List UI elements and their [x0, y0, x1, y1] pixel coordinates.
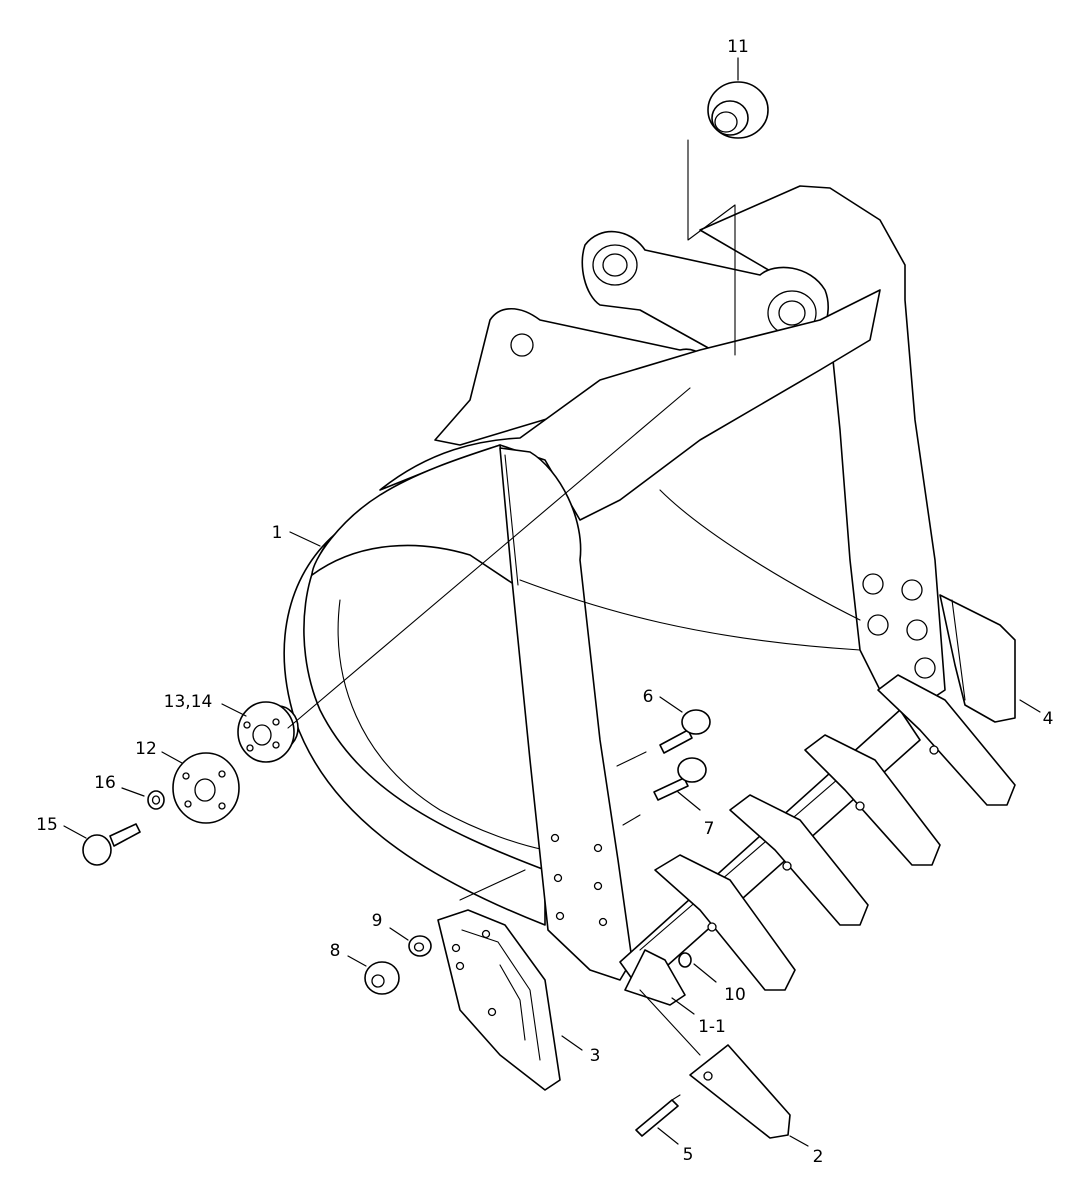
callout-labels: 11 1 4 6 7 13,14 12 16 15 9 8 10 3 1-1 5…	[36, 37, 1053, 1167]
pin-bore-inner	[778, 300, 806, 326]
bolt-hole	[867, 614, 889, 636]
washer-16	[147, 790, 165, 810]
callout-4: 4	[1043, 709, 1054, 729]
callout-5: 5	[683, 1145, 694, 1165]
bolt-hole	[906, 619, 928, 641]
loose-tooth	[689, 1044, 791, 1139]
callout-16: 16	[94, 773, 116, 793]
washer-9	[408, 935, 432, 957]
callout-9: 9	[372, 911, 383, 931]
callout-15: 15	[36, 815, 58, 835]
washer-10	[678, 952, 692, 968]
tooth-pin	[635, 1094, 681, 1137]
bolt-15	[82, 823, 141, 866]
pin-bore-inner	[602, 253, 628, 277]
callout-6: 6	[643, 687, 654, 707]
bucket-body	[283, 185, 946, 991]
bolt-hole	[914, 657, 936, 679]
callout-3: 3	[590, 1046, 601, 1066]
callout-8: 8	[330, 941, 341, 961]
callout-13-14: 13,14	[164, 692, 213, 712]
leader-lines	[63, 57, 1041, 1147]
flange-plate	[172, 752, 240, 824]
callout-12: 12	[135, 739, 157, 759]
bore	[510, 333, 534, 357]
callout-11: 11	[727, 37, 749, 57]
bushing	[707, 81, 769, 139]
callout-2: 2	[813, 1147, 824, 1167]
assembly-lines	[287, 139, 736, 1056]
callout-7: 7	[704, 819, 715, 839]
side-plate-left	[437, 909, 561, 1091]
bolt-6	[659, 709, 711, 754]
bolt-hole	[901, 579, 923, 601]
callout-1: 1	[272, 523, 283, 543]
callout-10: 10	[724, 985, 746, 1005]
bolt-hole	[862, 573, 884, 595]
bolt-7	[653, 757, 707, 801]
teeth-row	[624, 674, 1016, 1006]
spacer-ring	[237, 701, 299, 763]
callout-1-1: 1-1	[698, 1017, 726, 1037]
side-cutter-right	[939, 594, 1016, 723]
nut-8	[364, 961, 400, 995]
